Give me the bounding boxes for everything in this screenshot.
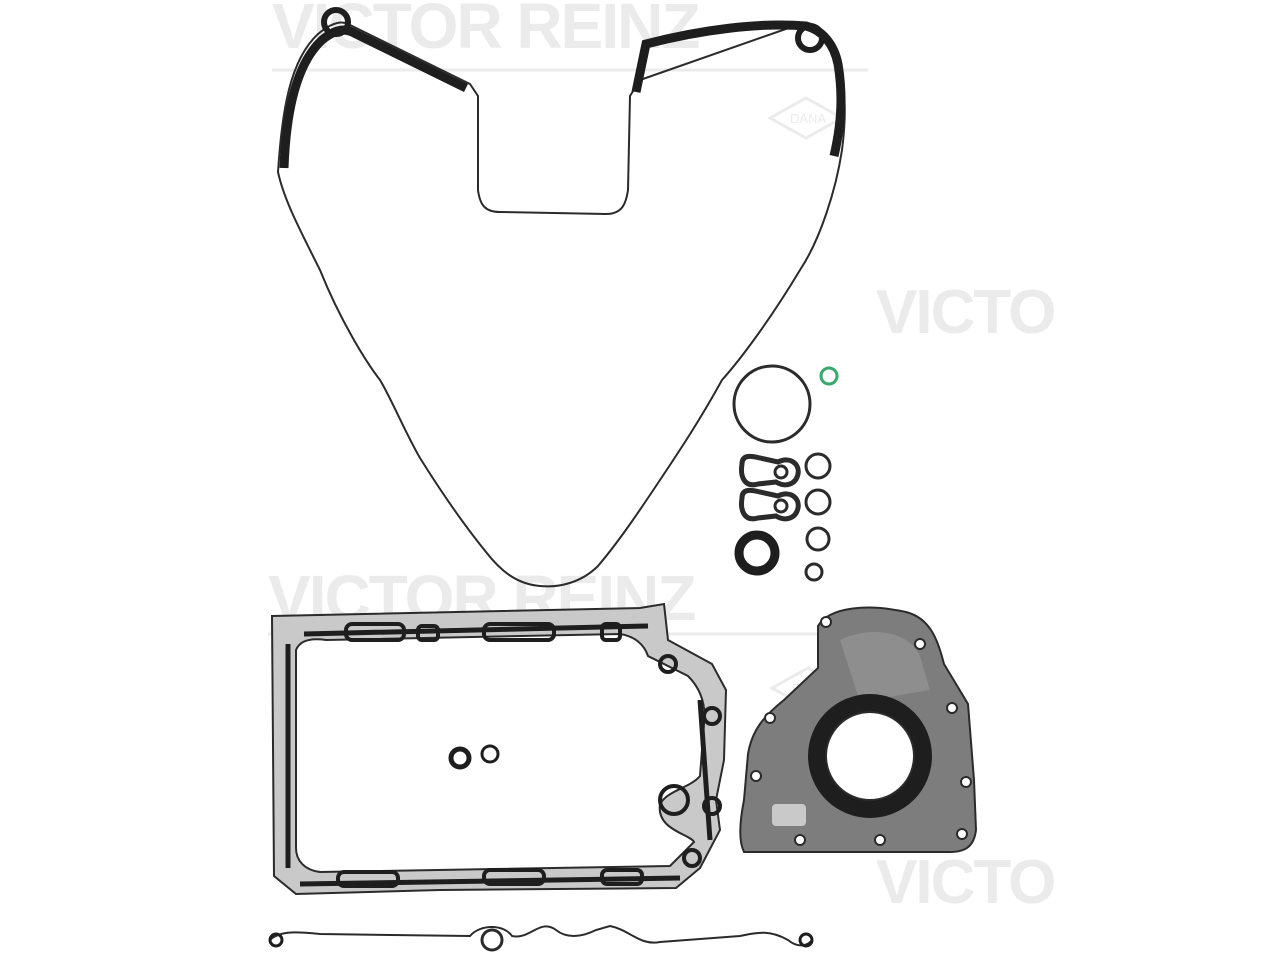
- timing-cover-tab-left: [321, 7, 351, 37]
- o-ring-set: [732, 364, 839, 582]
- watermark-logo-top: DANA: [766, 96, 846, 140]
- o-ring-small-1: [804, 452, 832, 480]
- o-ring-green: [819, 366, 839, 386]
- crankshaft-seal-cover: [739, 606, 978, 853]
- oil-pan-slots: [336, 622, 644, 888]
- sealing-strip: [268, 924, 814, 952]
- shaft-seal-small: [734, 530, 780, 576]
- o-ring-large: [732, 364, 812, 444]
- timing-cover-tab-right: [795, 23, 825, 53]
- watermark-brand-right-lower: VICTO: [876, 848, 1056, 917]
- timing-cover-gasket: [276, 7, 846, 588]
- o-ring-small-2: [804, 488, 832, 516]
- flange-seal-lower: [739, 487, 801, 522]
- o-ring-small-3: [805, 526, 831, 552]
- watermark-brand-right-upper: VICTO: [876, 278, 1056, 347]
- watermark-logo-top-text: DANA: [790, 111, 826, 126]
- cover-bolt-holes: [750, 616, 972, 846]
- oil-pan-bolt-holes: [448, 654, 722, 868]
- o-ring-small-4: [804, 562, 824, 582]
- flange-seal-upper: [739, 453, 801, 488]
- oil-pan-gasket: [270, 602, 728, 896]
